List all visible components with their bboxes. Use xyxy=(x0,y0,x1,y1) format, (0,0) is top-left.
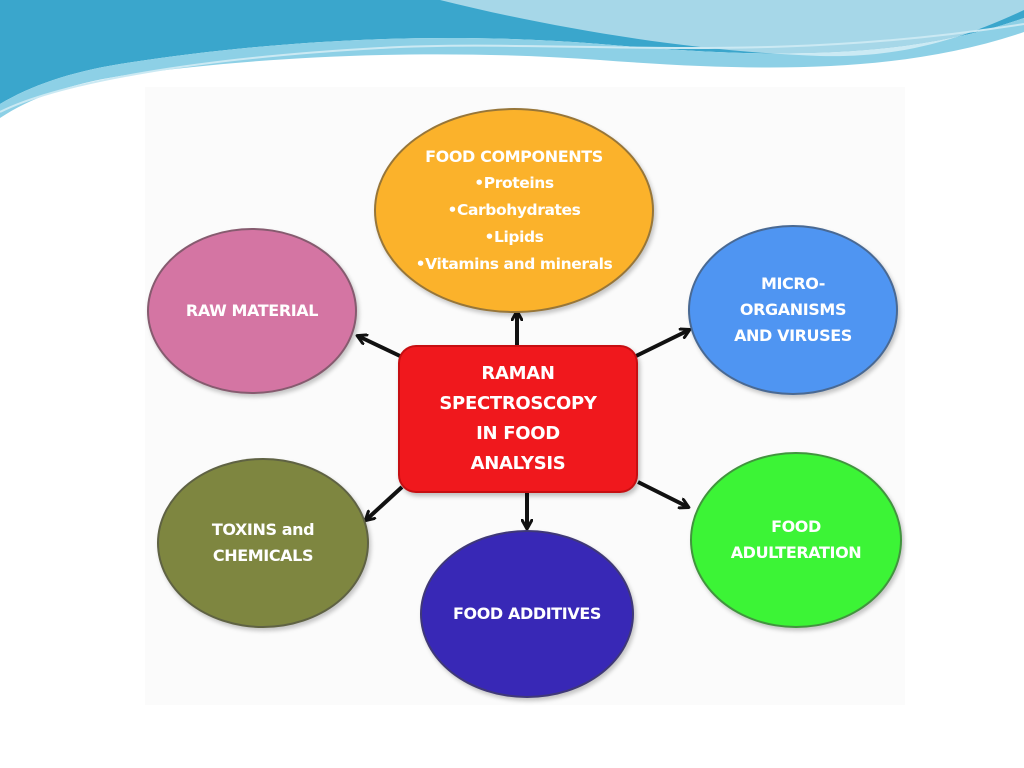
microorganisms-line-3: AND VIRUSES xyxy=(734,326,852,345)
node-toxins-chemicals: TOXINS and CHEMICALS xyxy=(157,458,369,628)
center-line-2: SPECTROSCOPY xyxy=(439,393,597,414)
node-raw-material: RAW MATERIAL xyxy=(147,228,357,394)
center-node-raman-spectroscopy: RAMAN SPECTROSCOPY IN FOOD ANALYSIS xyxy=(398,345,638,493)
adulteration-line-2: ADULTERATION xyxy=(730,543,862,562)
arrow-to-adulteration xyxy=(637,480,688,507)
adulteration-line-1: FOOD xyxy=(771,517,821,536)
center-line-3: IN FOOD xyxy=(476,423,560,444)
node-food-additives: FOOD ADDITIVES xyxy=(420,530,634,698)
food-additives-label: FOOD ADDITIVES xyxy=(453,604,601,623)
food-components-item: •Vitamins and minerals xyxy=(415,254,613,273)
arrow-to-microorganisms xyxy=(635,330,689,358)
center-line-4: ANALYSIS xyxy=(470,453,566,474)
arrow-to-raw-material xyxy=(358,336,401,358)
microorganisms-line-1: MICRO- xyxy=(760,274,826,293)
toxins-line-1: TOXINS and xyxy=(211,520,315,539)
toxins-line-2: CHEMICALS xyxy=(212,546,314,565)
node-microorganisms: MICRO- ORGANISMS AND VIRUSES xyxy=(688,225,898,395)
center-line-1: RAMAN xyxy=(481,363,555,384)
decorative-wave-header xyxy=(0,0,1024,118)
raw-material-label: RAW MATERIAL xyxy=(185,301,319,320)
node-food-adulteration: FOOD ADULTERATION xyxy=(690,452,902,628)
food-components-title: FOOD COMPONENTS xyxy=(425,146,603,166)
microorganisms-line-2: ORGANISMS xyxy=(739,300,847,319)
wave-line xyxy=(0,23,1024,113)
food-components-item: •Proteins xyxy=(474,173,554,192)
food-components-item: •Lipids xyxy=(484,227,544,246)
arrow-to-toxins xyxy=(366,485,404,520)
node-food-components: FOOD COMPONENTS •Proteins •Carbohydrates… xyxy=(374,108,654,313)
food-components-list: •Proteins •Carbohydrates •Lipids •Vitami… xyxy=(416,170,613,278)
food-components-item: •Carbohydrates xyxy=(447,200,581,219)
